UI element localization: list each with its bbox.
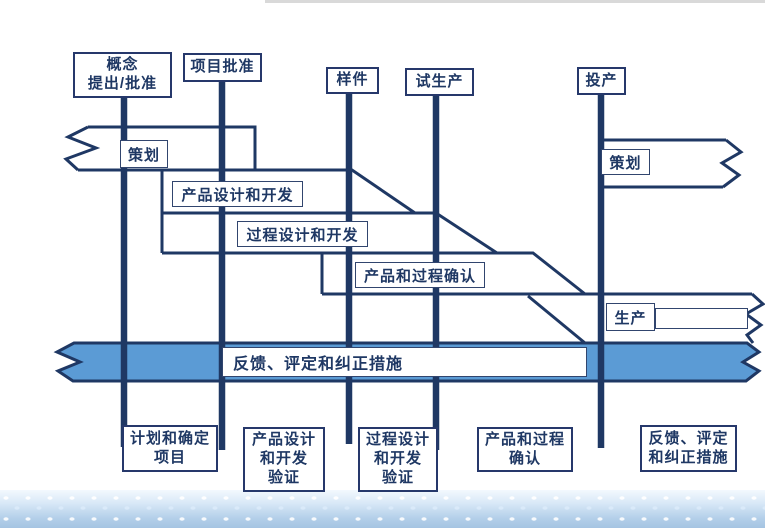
output-process-line3: 验证 — [381, 468, 414, 486]
milestone-box-concept: 概念 提出/批准 — [73, 52, 172, 98]
output-box-product-verification: 产品设计 和开发 验证 — [243, 427, 325, 492]
milestone-box-approval: 项目批准 — [183, 53, 262, 82]
decorative-footer-strip — [0, 490, 765, 528]
output-box-plan-define: 计划和确定 项目 — [122, 425, 218, 472]
output-box-validation: 产品和过程 确认 — [477, 427, 573, 472]
process-validation-boundary-diag — [162, 251, 586, 296]
output-plan-line1: 计划和确定 — [129, 429, 210, 447]
production-band-right-zigzag — [743, 292, 765, 344]
milestone-box-prototype: 样件 — [326, 67, 379, 94]
production-band-left-diag — [527, 294, 586, 345]
phase-label-planning-right: 策划 — [601, 149, 650, 175]
phase-label-validation: 产品和过程确认 — [355, 262, 485, 288]
output-product-line2: 和开发 — [259, 450, 308, 468]
output-plan-line2: 项目 — [153, 448, 186, 466]
phase-label-production: 生产 — [606, 303, 655, 331]
milestone-concept-line2: 提出/批准 — [87, 75, 158, 92]
phase-label-process-design: 过程设计和开发 — [237, 221, 368, 247]
milestone-prototype-label: 样件 — [336, 71, 369, 89]
phase-label-planning-left: 策划 — [120, 140, 168, 168]
planning-right-top-bottom — [601, 138, 726, 189]
top-grey-strip — [265, 0, 765, 3]
production-extension-box — [655, 308, 748, 329]
output-feedback-line1: 反馈、评定 — [648, 429, 729, 447]
output-process-line2: 和开发 — [373, 450, 422, 468]
output-box-process-verification: 过程设计 和开发 验证 — [358, 427, 438, 492]
phase-label-feedback-band: 反馈、评定和纠正措施 — [222, 347, 587, 377]
output-box-feedback: 反馈、评定 和纠正措施 — [640, 425, 737, 472]
milestone-box-launch: 投产 — [577, 67, 626, 95]
output-validation-line2: 确认 — [508, 449, 541, 467]
milestone-approval-label: 项目批准 — [190, 58, 255, 76]
output-process-line1: 过程设计 — [365, 431, 430, 449]
phase-label-product-design: 产品设计和开发 — [172, 181, 303, 207]
milestone-launch-label: 投产 — [585, 71, 618, 89]
planning-band-top — [88, 125, 257, 170]
output-validation-line1: 产品和过程 — [484, 430, 565, 448]
output-feedback-line2: 和纠正措施 — [648, 448, 729, 466]
planning-right-zigzag — [719, 138, 744, 189]
milestone-concept-line1: 概念 — [106, 56, 139, 74]
output-product-line3: 验证 — [267, 468, 300, 486]
milestone-box-pilot: 试生产 — [405, 68, 474, 96]
output-product-line1: 产品设计 — [251, 431, 316, 449]
planning-band-zigzag — [63, 125, 101, 172]
milestone-pilot-label: 试生产 — [415, 72, 464, 90]
